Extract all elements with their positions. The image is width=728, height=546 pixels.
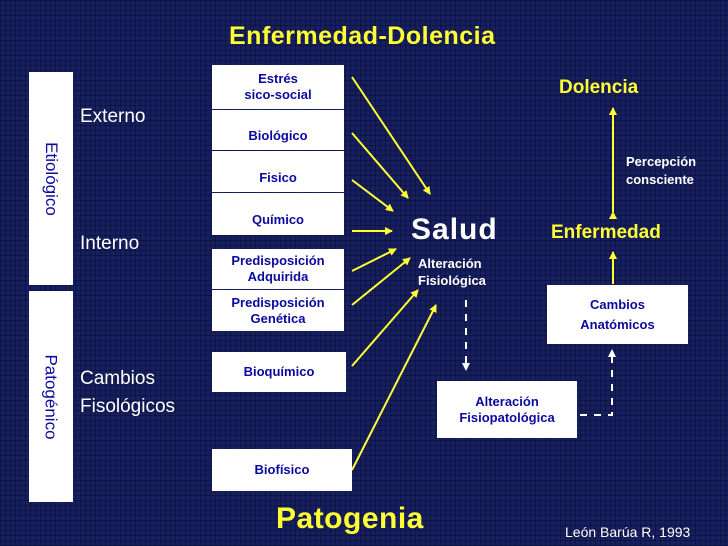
footer-title-patogenia: Patogenia — [276, 502, 424, 535]
box-quimico: Químico — [212, 193, 344, 235]
side-label-patogenico-text: Patogénico — [42, 353, 62, 440]
box-predisposicion-genetica: Predisposición Genética — [212, 290, 344, 331]
page-title: Enfermedad-Dolencia — [229, 22, 496, 50]
box-biologico-text: Biológico — [248, 128, 308, 143]
box-estres-line1: Estrés — [258, 71, 298, 86]
dashed-fisiopatologica-cambios — [580, 349, 616, 416]
box-cambios-anatomicos: Cambios Anatómicos — [547, 285, 688, 344]
box-estres-psicosocial: Estrés sico-social — [212, 65, 344, 109]
arrow-estres-salud — [351, 76, 431, 195]
label-dolencia: Dolencia — [559, 77, 639, 98]
label-alteracion-fis-line1: Alteración — [418, 256, 482, 271]
arrow-fisico-salud — [351, 179, 394, 212]
box-bioquimico-text: Bioquímico — [243, 364, 315, 379]
box-pred-adq-line2: Adquirida — [247, 269, 309, 284]
label-enfermedad: Enfermedad — [551, 222, 661, 243]
side-label-patogenico: Patogénico — [29, 291, 73, 502]
label-percepcion-line2: consciente — [626, 172, 694, 187]
arrow-pred-gen-salud — [351, 257, 411, 306]
box-pred-gen-line2: Genética — [250, 310, 306, 326]
label-salud: Salud — [411, 213, 498, 246]
box-bioquimico: Bioquímico — [212, 352, 346, 392]
arrow-biologico-salud — [351, 132, 409, 199]
box-pred-adq-line1: Predisposición — [231, 253, 325, 268]
label-percepcion-line1: Percepción — [626, 154, 697, 169]
arrow-pred-adq-salud — [351, 248, 397, 272]
label-alteracion-fisiologica: Alteración Fisiológica — [418, 255, 486, 289]
label-alteracion-fis-line2: Fisiológica — [418, 273, 486, 288]
label-percepcion-consciente: Percepción consciente — [626, 153, 696, 189]
box-alteracion-fisiopatologica: Alteración Fisiopatológica — [437, 381, 577, 438]
box-biofisico: Biofísico — [212, 449, 352, 491]
side-label-etiologico-text: Etiológico — [42, 141, 61, 216]
box-fisico: Fisico — [212, 151, 344, 192]
side-label-etiologico: Etiológico — [29, 72, 73, 285]
box-fisico-text: Fisico — [259, 169, 297, 185]
row-label-fisologicos: Fisológicos — [80, 396, 176, 417]
row-label-interno: Interno — [80, 233, 140, 254]
row-label-externo: Externo — [80, 106, 146, 127]
arrow-bioquimico-alteracion — [351, 289, 419, 367]
box-cambios-line2: Anatómicos — [580, 316, 655, 332]
box-cambios-line1: Cambios — [590, 296, 645, 312]
arrow-biofisico-alteracion — [351, 304, 437, 471]
row-label-cambios: Cambios — [80, 368, 155, 389]
box-alteracion-pat-line1: Alteración — [475, 393, 539, 409]
box-biofisico-text: Biofísico — [254, 462, 310, 477]
box-predisposicion-adquirida: Predisposición Adquirida — [212, 249, 344, 289]
box-pred-gen-line1: Predisposición — [231, 294, 325, 310]
box-alteracion-pat-line2: Fisiopatológica — [459, 409, 555, 425]
citation: León Barúa R, 1993 — [565, 524, 691, 540]
box-quimico-text: Químico — [251, 212, 304, 227]
box-estres-line2: sico-social — [244, 87, 312, 102]
box-biologico: Biológico — [212, 110, 344, 150]
